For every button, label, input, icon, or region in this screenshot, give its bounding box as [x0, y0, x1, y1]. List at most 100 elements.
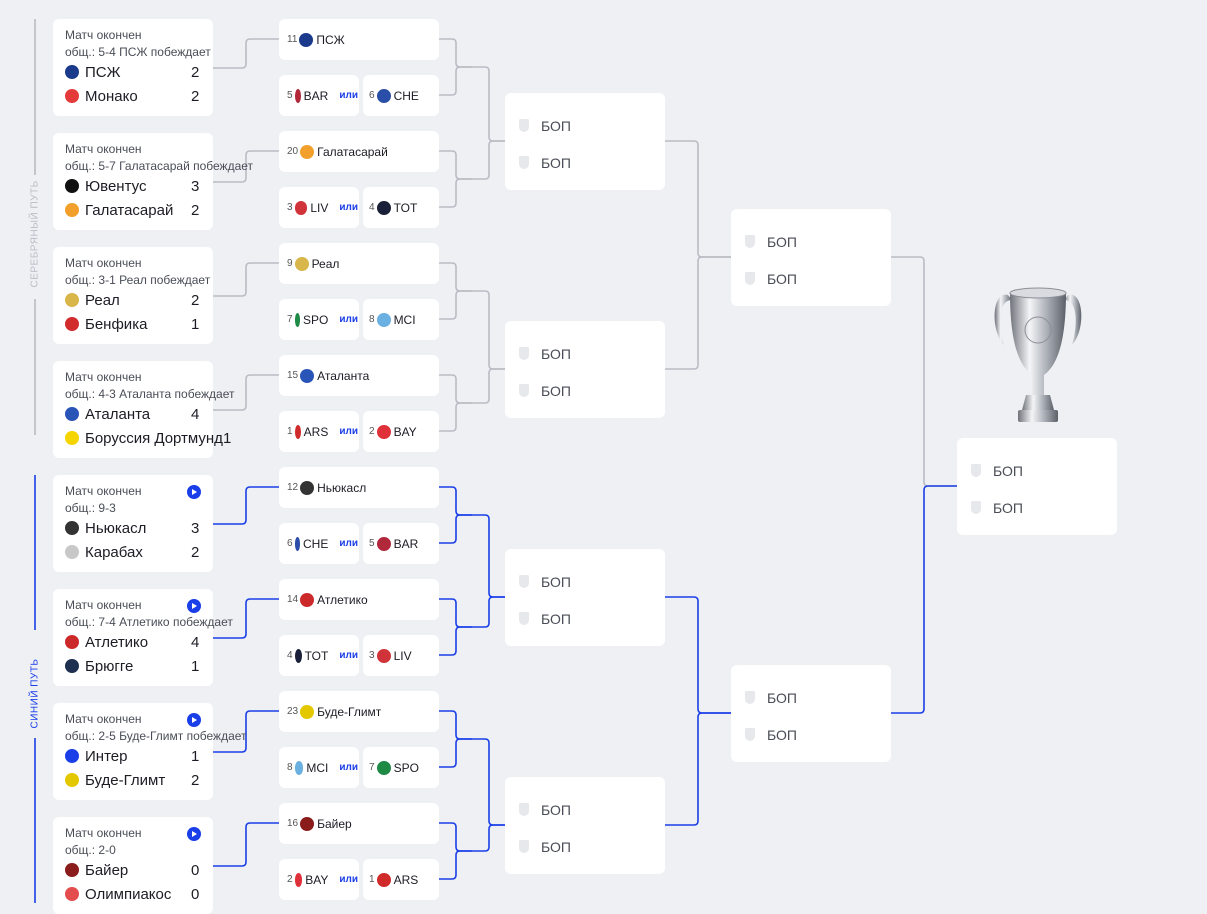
arsenal-logo	[294, 424, 301, 439]
connector-line	[439, 262, 472, 292]
benfica-logo	[65, 317, 79, 331]
team-row: Карабах 2	[65, 540, 213, 564]
olympiacos-logo	[65, 887, 79, 901]
monaco-logo	[65, 89, 79, 103]
chelsea-logo	[294, 536, 300, 551]
match-status: Матч окончен	[65, 598, 142, 612]
team-name: ARS	[303, 424, 329, 439]
seed-number: 11	[287, 34, 298, 45]
seed-number: 4	[369, 202, 375, 213]
aggregate-score: общ.: 4-3 Аталанта побеждает	[65, 387, 235, 401]
seed-number: 1	[369, 874, 375, 885]
match-status: Матч окончен	[65, 370, 142, 384]
team-name: Атлетико	[317, 592, 368, 607]
seed-number: 3	[369, 650, 375, 661]
team-name: Ювентус	[85, 177, 147, 195]
team-row: Брюгге 1	[65, 654, 213, 678]
play-video-icon[interactable]	[187, 827, 201, 841]
connector-line	[665, 712, 731, 826]
bayern-logo	[376, 424, 391, 439]
team-name: Брюгге	[85, 657, 134, 675]
aggregate-score: общ.: 3-1 Реал побеждает	[65, 273, 211, 287]
atletico-logo	[65, 635, 79, 649]
real-logo	[294, 256, 309, 271]
connector-line	[439, 150, 472, 180]
match-status: Матч окончен	[65, 256, 142, 270]
connector-line	[439, 402, 472, 432]
team-name: Буде-Глимт	[317, 704, 382, 719]
possible-opponent-card[interactable]: 1 ARS или	[279, 411, 359, 452]
shield-placeholder-icon	[519, 575, 529, 588]
team-score: 1	[191, 657, 200, 675]
team-name: ARS	[393, 872, 419, 887]
match-card[interactable]: Матч окончен общ.: 7-4 Атлетико побеждает…	[53, 589, 233, 686]
or-label: или	[339, 426, 358, 437]
team-name: BAR	[303, 88, 329, 103]
play-video-icon[interactable]	[187, 713, 201, 727]
team-score: 1	[191, 315, 200, 333]
tbd-team-row: БОП	[519, 335, 665, 372]
seed-number: 1	[287, 426, 293, 437]
team-score: 4	[191, 405, 200, 423]
shield-placeholder-icon	[519, 803, 529, 816]
team-name: Карабах	[85, 543, 143, 561]
tbd-team-row: БОП	[519, 107, 665, 144]
possible-opponent-card[interactable]: 1 ARS	[363, 859, 439, 900]
seed-number: 7	[369, 762, 375, 773]
team-name: Буде-Глимт	[85, 771, 166, 789]
connector-line	[472, 290, 505, 370]
shield-placeholder-icon	[745, 728, 755, 741]
play-video-icon[interactable]	[187, 485, 201, 499]
aggregate-score: общ.: 7-4 Атлетико побеждает	[65, 615, 233, 629]
play-video-icon[interactable]	[187, 599, 201, 613]
team-score: 2	[191, 543, 200, 561]
connector-line	[472, 140, 505, 180]
mancity-logo	[294, 760, 304, 775]
tbd-label: БОП	[541, 117, 571, 134]
team-name: BAY	[393, 424, 417, 439]
connector-line	[213, 374, 279, 411]
match-card[interactable]: Матч окончен общ.: 4-3 Аталанта побеждает…	[53, 361, 235, 458]
shield-placeholder-icon	[519, 156, 529, 169]
